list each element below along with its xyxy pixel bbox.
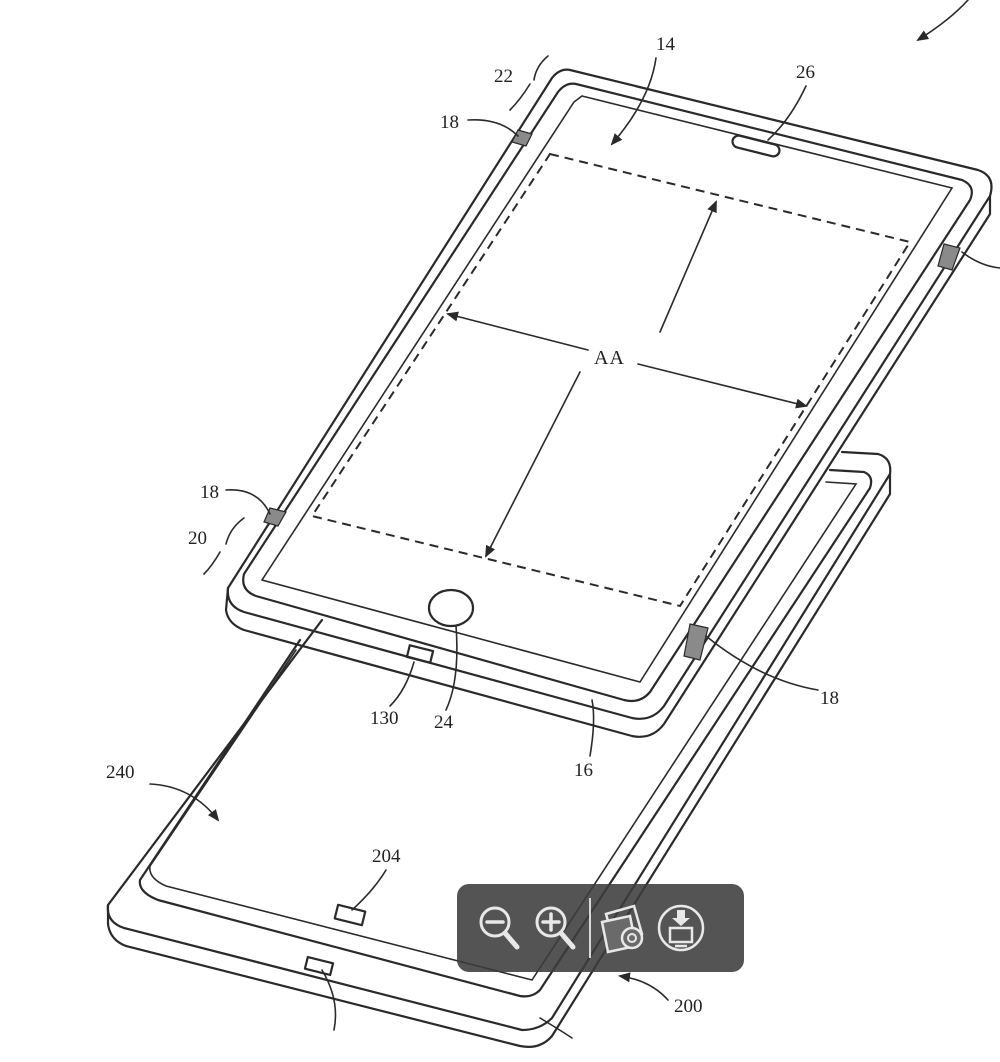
rotate-image-button[interactable] [597, 893, 653, 963]
phone-device [224, 68, 993, 738]
ref-200: 200 [674, 996, 703, 1017]
ref-18-top: 18 [440, 112, 459, 133]
rotate-image-icon [600, 904, 644, 954]
download-icon [657, 904, 705, 952]
active-area-arrows [446, 200, 808, 558]
ref-aa: AA [594, 347, 625, 369]
ref-240: 240 [106, 762, 135, 783]
ref-130: 130 [370, 708, 399, 729]
ref-22: 22 [494, 66, 513, 87]
leader-lines [149, 0, 1000, 1039]
zoom-out-icon [479, 906, 520, 950]
ref-24: 24 [434, 712, 454, 733]
image-viewer-toolbar [457, 884, 744, 972]
ref-18-left: 18 [200, 482, 219, 503]
toolbar-separator [589, 898, 591, 958]
ref-20: 20 [188, 528, 207, 549]
ref-16: 16 [574, 760, 593, 781]
reference-labels: 14 26 22 18 AA 18 20 18 130 24 16 240 20… [106, 34, 839, 1017]
ref-18-right: 18 [820, 688, 839, 709]
zoom-in-icon [535, 906, 576, 950]
download-button[interactable] [653, 893, 709, 963]
ref-204: 204 [372, 846, 401, 867]
ref-14: 14 [656, 34, 676, 55]
ref-26: 26 [796, 62, 815, 83]
zoom-in-button[interactable] [527, 893, 583, 963]
zoom-out-button[interactable] [471, 893, 527, 963]
active-area-outline [310, 152, 912, 608]
